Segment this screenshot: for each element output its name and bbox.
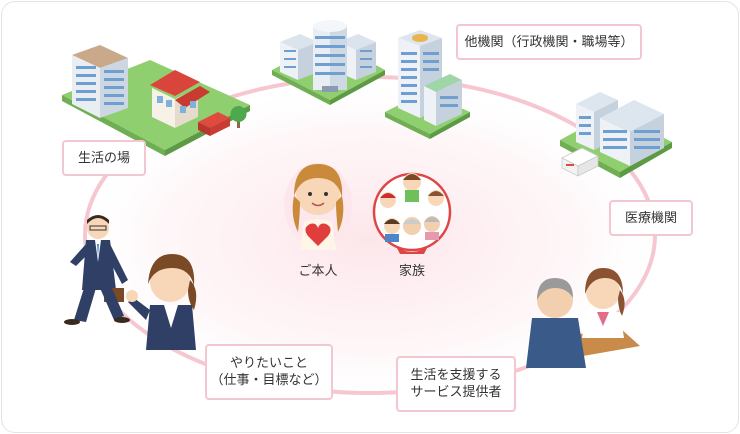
family-caption: 家族 bbox=[398, 264, 425, 279]
family-illustration bbox=[372, 172, 452, 254]
wishes-label-line2: （仕事・目標など） bbox=[210, 373, 328, 388]
self-caption: ご本人 bbox=[298, 264, 338, 279]
government-label: 他機関（行政機関・職場等） bbox=[456, 24, 642, 60]
living-place-label: 生活の場 bbox=[62, 140, 146, 176]
hospital-illustration bbox=[560, 92, 672, 178]
medical-label: 医療機関 bbox=[609, 200, 693, 236]
public-buildings-illustration bbox=[272, 20, 385, 105]
living-place-label-text: 生活の場 bbox=[77, 150, 130, 166]
living-place-illustration bbox=[62, 45, 250, 156]
service-provider-label-line2: サービス提供者 bbox=[410, 385, 502, 400]
center-glow bbox=[70, 80, 670, 400]
medical-label-text: 医療機関 bbox=[624, 210, 677, 226]
working-people-illustration bbox=[64, 215, 197, 350]
wishes-label-line1: やりたいこと bbox=[229, 356, 308, 371]
service-provider-label: 生活を支援する サービス提供者 bbox=[396, 356, 516, 412]
wishes-label: やりたいこと （仕事・目標など） bbox=[205, 344, 333, 400]
self-illustration bbox=[284, 163, 352, 250]
government-building-illustration bbox=[385, 30, 470, 139]
service-provider-illustration bbox=[526, 268, 640, 368]
service-provider-label-line1: 生活を支援する bbox=[410, 368, 502, 383]
government-label-text: 他機関（行政機関・職場等） bbox=[464, 34, 634, 50]
